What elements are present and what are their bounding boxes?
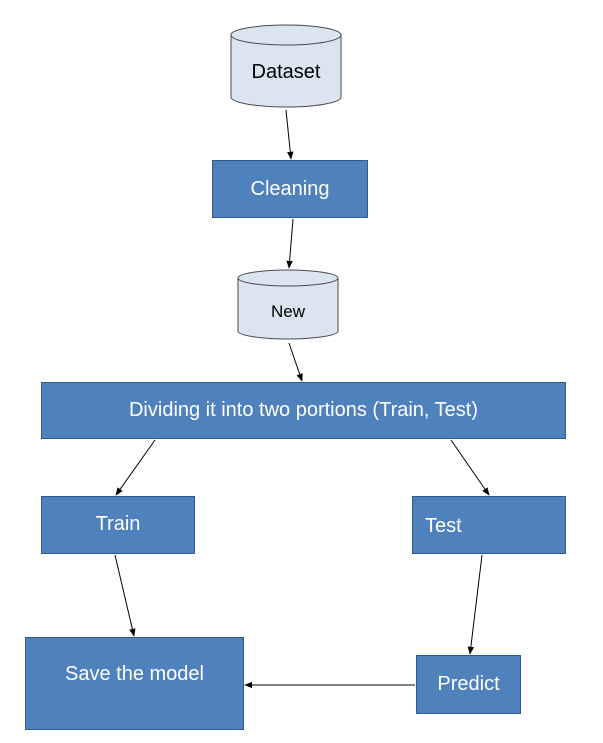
predict-node: Predict bbox=[416, 655, 521, 714]
arrow-train-to-save-model bbox=[114, 554, 136, 637]
cleaning-node: Cleaning bbox=[212, 160, 368, 218]
arrow-test-to-predict bbox=[467, 554, 483, 655]
arrow-cleaning-to-new bbox=[286, 218, 294, 269]
dividing-node: Dividing it into two portions (Train, Te… bbox=[41, 382, 566, 439]
new-label: New bbox=[270, 302, 305, 321]
arrow-dividing-to-test bbox=[450, 439, 490, 496]
train-node: Train bbox=[41, 496, 195, 554]
save-model-node: Save the model bbox=[25, 637, 244, 730]
arrow-new-to-dividing bbox=[288, 342, 303, 382]
arrow-dividing-to-train bbox=[115, 439, 156, 496]
dataset-label: Dataset bbox=[251, 61, 321, 83]
new-node: New bbox=[237, 269, 339, 341]
dataset-node: Dataset bbox=[230, 24, 342, 108]
dataset-cylinder-shape bbox=[230, 24, 342, 108]
arrow-dataset-to-cleaning bbox=[285, 109, 294, 160]
new-cylinder-shape bbox=[237, 269, 339, 340]
test-node: Test bbox=[412, 496, 566, 554]
